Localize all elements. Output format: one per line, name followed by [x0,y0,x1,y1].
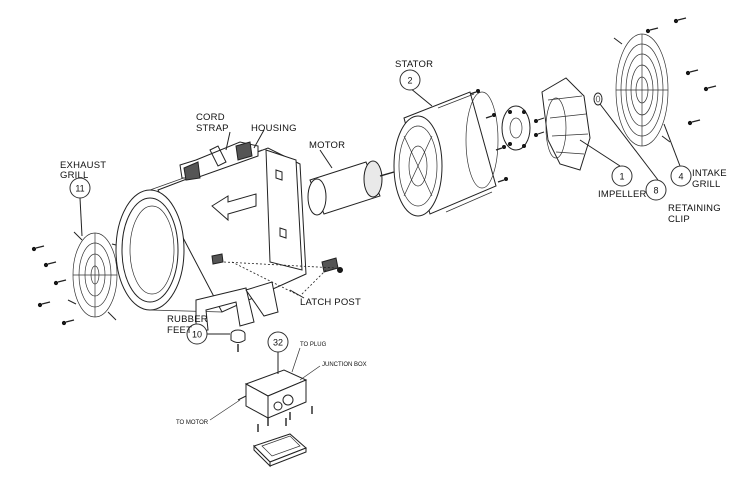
junction-box-cover-drawing [253,433,307,468]
callout-exhaust-grill: 11 [69,177,91,199]
label-retaining-clip-line2: CLIP [668,214,690,225]
callout-number: 32 [273,338,283,348]
impeller-drawing [534,77,591,171]
callout-number: 11 [75,184,84,194]
label-stator: STATOR [395,59,433,70]
motor-drawing [307,160,395,216]
hub-plate-drawing [501,105,531,151]
callout-intake-grill: 4 [670,165,692,187]
callout-number: 8 [653,186,658,196]
label-intake-grill-line1: INTAKE [692,168,727,179]
callout-number: 1 [619,172,624,182]
callout-stator: 2 [399,69,421,91]
label-housing: HOUSING [251,123,297,134]
label-impeller: IMPELLER [598,189,647,200]
stator-screws [469,89,508,183]
intake-grill-drawing [613,33,671,147]
callout-number: 4 [678,172,683,182]
label-exhaust-grill-line2: GRILL [60,170,88,181]
label-intake-grill-line2: GRILL [692,179,720,190]
callout-number: 10 [192,330,202,340]
exhaust-grill-drawing [67,231,121,321]
label-cord-strap-line2: STRAP [196,123,229,134]
label-latch-post: LATCH POST [300,297,361,308]
label-retaining-clip-line1: RETAINING [668,203,721,214]
label-junction-box: JUNCTION BOX [322,362,367,368]
label-motor: MOTOR [309,140,345,151]
callout-impeller: 1 [611,165,633,187]
retaining-clip-drawing [593,92,603,106]
callout-number: 2 [407,76,412,86]
callout-junction-box: 32 [267,331,289,353]
leader-lines [79,87,681,421]
label-rubber-feet-line1: RUBBER [167,314,208,325]
label-cord-strap-line1: CORD [196,112,225,123]
label-to-motor: TO MOTOR [176,420,209,426]
junction-box-drawing [237,369,313,432]
rubber-foot-drawing [230,329,246,352]
stator-drawing [393,91,499,217]
callout-retaining-clip: 8 [645,179,667,201]
label-to-plug: TO PLUG [300,342,327,348]
housing-drawing [115,141,307,333]
callout-rubber-feet: 10 [186,323,208,345]
label-rubber-feet-line2: FEET [167,325,192,336]
latch-post-drawing [223,257,343,297]
label-exhaust-grill-line1: EXHAUST [60,160,106,171]
intake-screws [645,17,717,126]
